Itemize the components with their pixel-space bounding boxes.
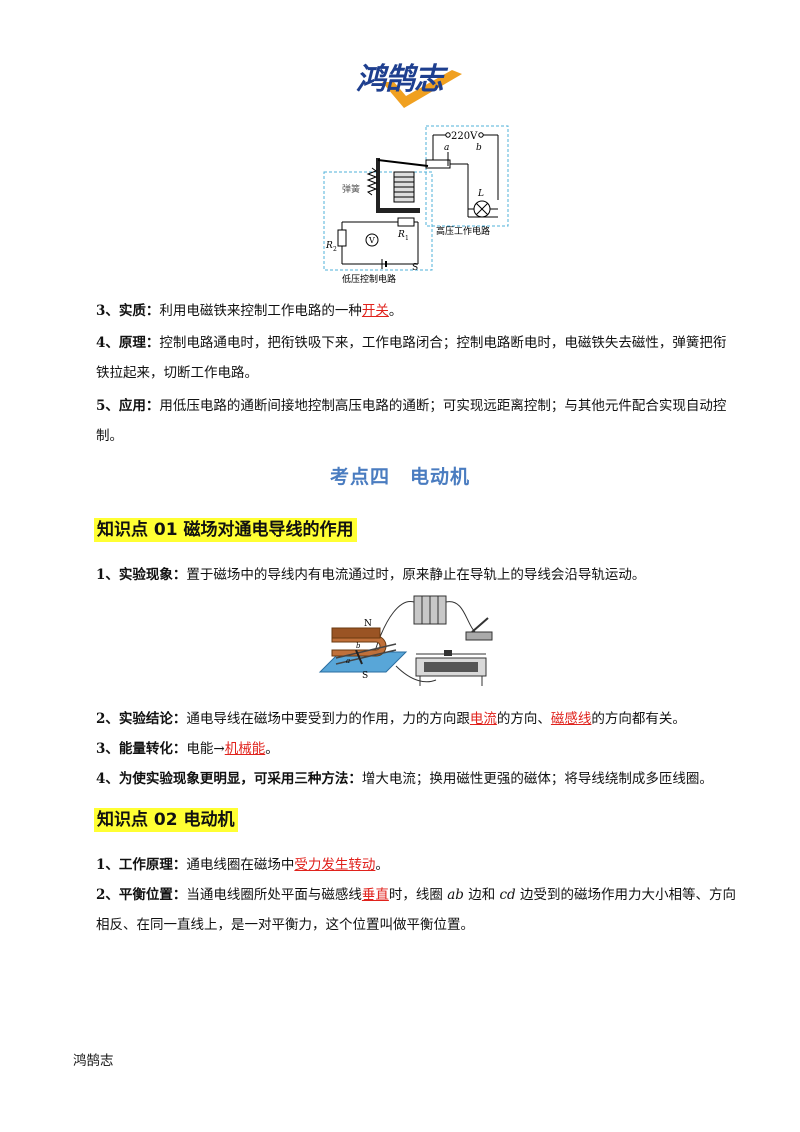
logo-check-mark-icon [382, 70, 462, 108]
kp2-item-principle: 1、工作原理：通电线圈在磁场中受力发生转动。 [96, 857, 389, 873]
r2-subscript: 2 [333, 246, 337, 253]
answer-blank: 受力发生转动 [294, 857, 376, 873]
answer-blank: 开关 [361, 303, 389, 319]
knowledge-point-01-title: 知识点 01 磁场对通电导线的作用 [94, 518, 357, 542]
lamp-label: L [477, 189, 484, 199]
footer-brand: 鸿鹄志 [73, 1053, 114, 1069]
rod-end-a-label: a [346, 657, 350, 665]
logo-text: 鸿鹄志 [356, 62, 444, 97]
contact-b-label: b [476, 143, 482, 153]
answer-blank: 垂直 [361, 887, 389, 903]
answer-blank: 磁感线 [550, 711, 592, 727]
answer-blank: 电流 [469, 711, 497, 727]
rod-end-b-label: b [356, 642, 361, 650]
kp2-item-balance: 2、平衡位置：当通电线圈所处平面与磁感线垂直时，线圈 ab 边和 cd 边受到的… [96, 887, 736, 933]
kp1-item-energy: 3、能量转化：电能→机械能。 [96, 741, 279, 757]
item-essence: 3、实质：利用电磁铁来控制工作电路的一种开关。 [96, 303, 403, 319]
item-principle: 4、原理：控制电路通电时，把衔铁吸下来，工作电路闭合；控制电路断电时，电磁铁失去… [96, 335, 727, 381]
kp1-item-conclusion: 2、实验结论：通电导线在磁场中要受到力的作用，力的方向跟电流的方向、磁感线的方向… [96, 711, 686, 727]
answer-blank: 机械能 [224, 741, 266, 757]
kp1-item-phenomenon: 1、实验现象：置于磁场中的导线内有电流通过时，原来静止在导轨上的导线会沿导轨运动… [96, 567, 646, 583]
knowledge-point-02-title: 知识点 02 电动机 [94, 808, 238, 832]
spring-label: 弹簧 [342, 183, 360, 195]
magnet-rail-figure: N S a b [316, 588, 506, 694]
low-circuit-label: 低压控制电路 [342, 273, 396, 284]
voltmeter-label: V [368, 236, 375, 245]
kp1-item-methods: 4、为使实验现象更明显，可采用三种方法：增大电流；换用磁性更强的磁体；将导线绕制… [96, 771, 713, 787]
high-circuit-label: 高压工作电路 [436, 225, 490, 237]
south-pole-label: S [362, 671, 368, 681]
relay-circuit-figure: 220V a b L 高压工作电路 弹簧 R 1 [318, 122, 518, 285]
north-pole-label: N [364, 619, 372, 629]
logo: 鸿鹄志 [352, 52, 470, 110]
item-application: 5、应用：用低压电路的通断间接地控制高压电路的通断；可实现远距离控制；与其他元件… [96, 398, 727, 444]
voltage-label: 220V [451, 131, 478, 142]
switch-s-label: S [412, 263, 418, 273]
r1-label: R [397, 230, 405, 240]
r1-subscript: 1 [405, 235, 409, 242]
contact-a-label: a [444, 143, 449, 153]
section-title: 考点四 电动机 [329, 466, 470, 488]
r2-label: R [325, 241, 333, 251]
